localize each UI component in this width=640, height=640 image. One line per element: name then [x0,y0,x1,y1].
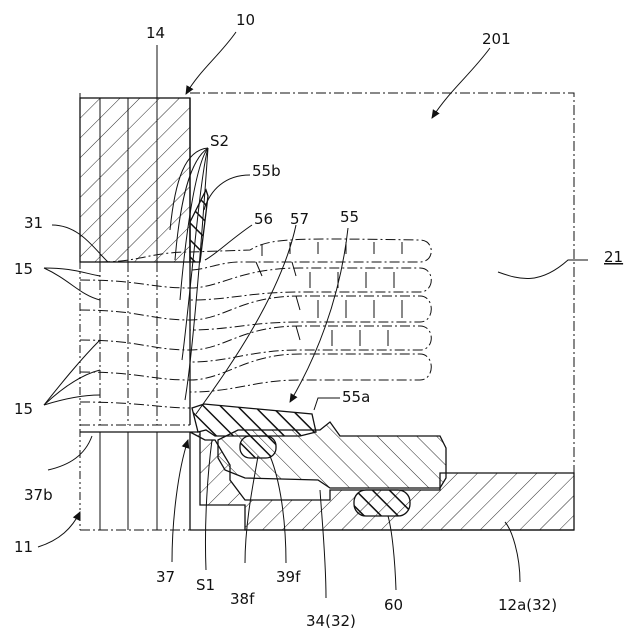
label-S2: S2 [210,132,229,150]
label-12a-32: 12a(32) [498,596,557,614]
label-55b: 55b [252,162,281,180]
label-31: 31 [24,214,43,232]
label-15-upper: 15 [14,260,33,278]
label-21: 21 [604,248,623,266]
label-55a: 55a [342,388,370,406]
o-ring-39f [240,436,276,458]
label-S1: S1 [196,576,215,594]
label-38f: 38f [230,590,255,608]
label-39f: 39f [276,568,301,586]
label-11: 11 [14,538,33,556]
label-37b: 37b [24,486,53,504]
seal-60 [354,490,410,516]
label-60: 60 [384,596,403,614]
label-37: 37 [156,568,175,586]
label-55: 55 [340,208,359,226]
label-15-lower: 15 [14,400,33,418]
block-14 [80,98,190,262]
label-10: 10 [236,11,255,29]
seal-55a [192,404,316,436]
label-57: 57 [290,210,309,228]
label-34-32: 34(32) [306,612,356,630]
label-201: 201 [482,30,511,48]
label-56: 56 [254,210,273,228]
label-14: 14 [146,24,165,42]
